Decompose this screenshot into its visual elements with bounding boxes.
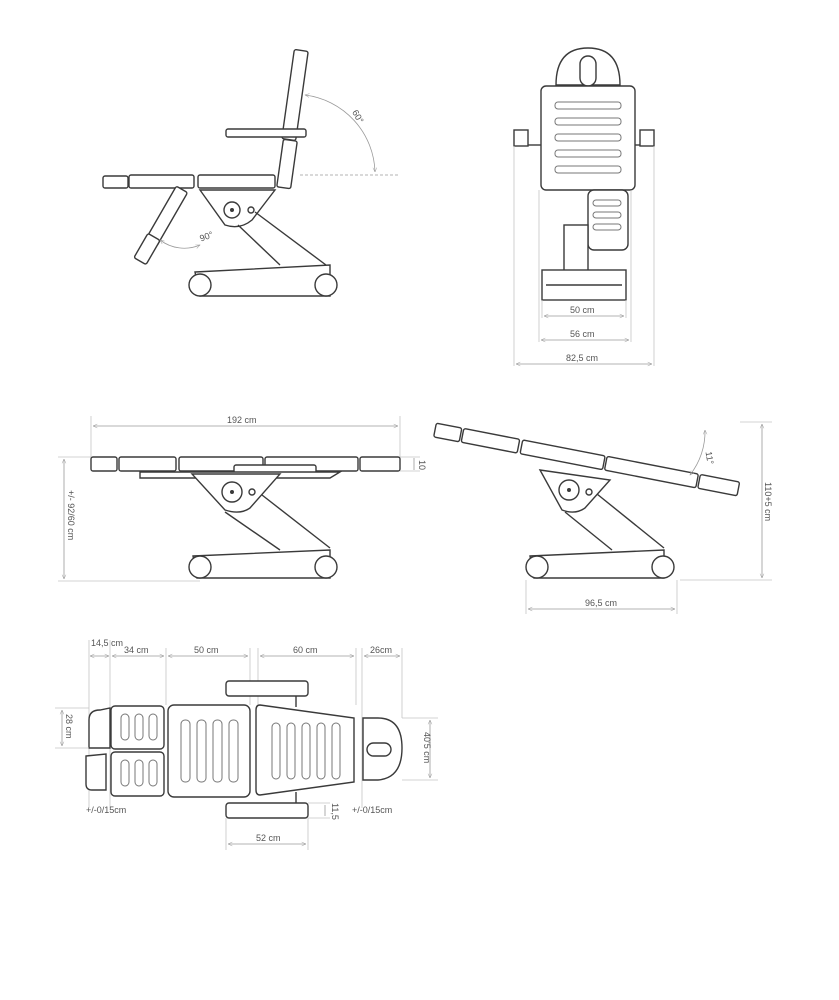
front-view: 50 cm 56 cm 82,5 cm [513, 47, 655, 366]
top-view: 14,5 cm 34 cm 50 cm 60 cm 26cm 28 cm 40'… [55, 638, 438, 850]
back-length-label: 60 cm [293, 645, 318, 655]
armrest-width-label: 11,5 [330, 803, 340, 820]
side-view-tilted: 11° 110+5 cm 96,5 cm [433, 421, 773, 614]
total-width-label: 82,5 cm [566, 353, 598, 363]
head-width-label: 40'5 cm [422, 732, 432, 763]
height-label: +/- 92/60 cm [66, 490, 76, 540]
inner-width-label: 50 cm [570, 305, 595, 315]
legs-length-label: 34 cm [124, 645, 149, 655]
foot-adjust-label: +/-0/15cm [86, 805, 126, 815]
thickness-label: 10 [417, 460, 427, 470]
back-angle-label: 60° [350, 108, 366, 125]
armrest-length-label: 52 cm [256, 833, 281, 843]
leg-angle-label: 90° [198, 229, 215, 243]
max-height-label: 110+5 cm [763, 482, 773, 521]
head-length-label: 26cm [370, 645, 392, 655]
length-label: 192 cm [227, 415, 257, 425]
side-view-flat: 192 cm +/- 92/60 cm 10 [58, 415, 427, 582]
seat-length-label: 50 cm [194, 645, 219, 655]
side-view-reclined: 60° 90° [102, 49, 400, 297]
leg-width-label: 28 cm [64, 714, 74, 739]
head-adjust-label: +/-0/15cm [352, 805, 392, 815]
foot-length-label: 14,5 cm [91, 638, 123, 648]
tilt-angle-label: 11° [704, 451, 716, 466]
base-width-label: 56 cm [570, 329, 595, 339]
base-length-label: 96,5 cm [585, 598, 617, 608]
